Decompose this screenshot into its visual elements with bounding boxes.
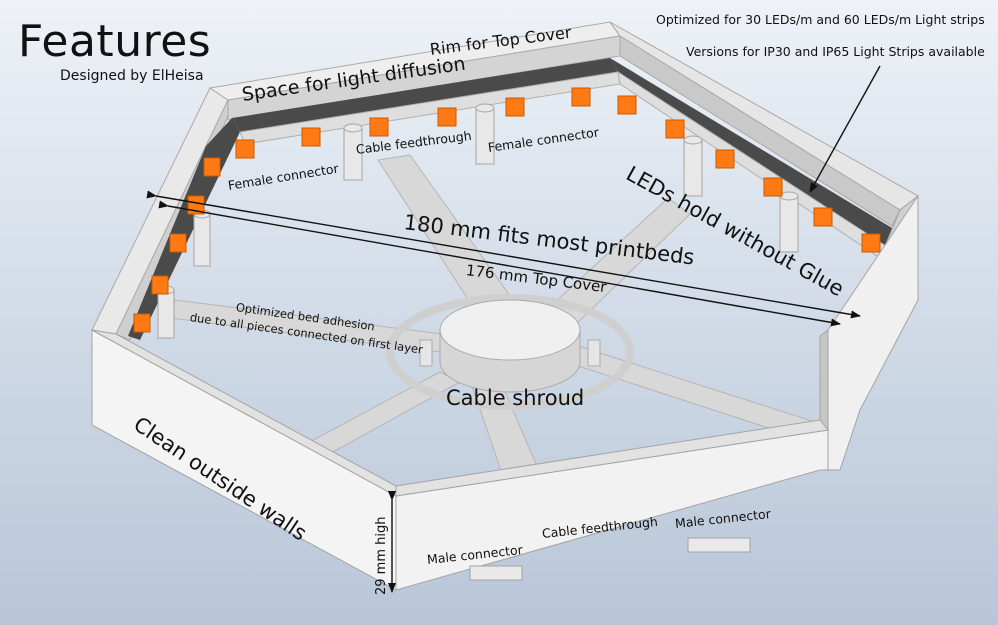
note-optimized-strips: Optimized for 30 LEDs/m and 60 LEDs/m Li… bbox=[656, 12, 985, 27]
dimension-arrows bbox=[146, 65, 881, 593]
page-title: Features bbox=[18, 16, 212, 67]
designer-credit: Designed by ElHeisa bbox=[60, 68, 204, 84]
note-versions: Versions for IP30 and IP65 Light Strips … bbox=[686, 44, 985, 59]
label-height: 29 mm high bbox=[374, 516, 389, 595]
front-walls bbox=[91, 194, 919, 591]
label-cable-shroud: Cable shroud bbox=[446, 386, 585, 410]
